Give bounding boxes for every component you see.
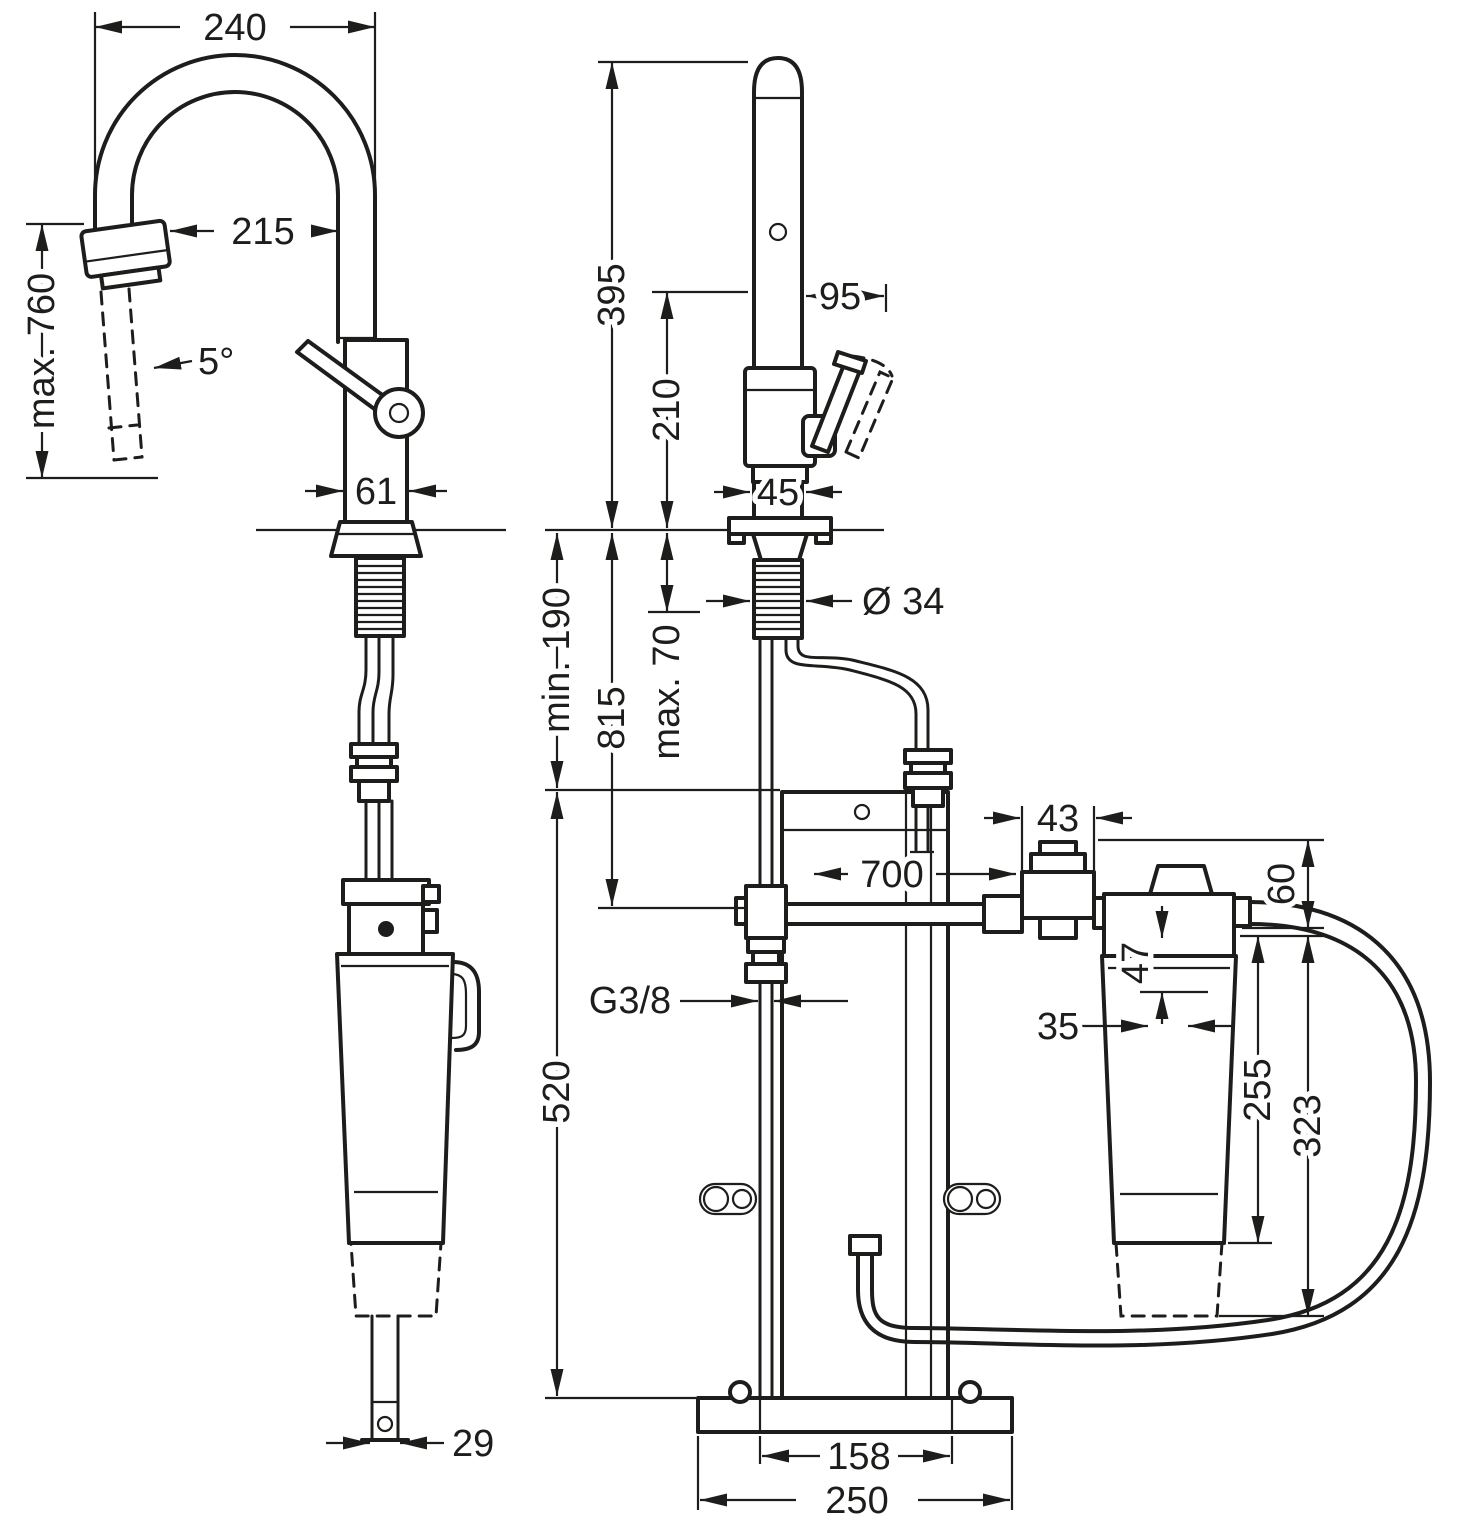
faucet-column (743, 56, 895, 532)
dim-395-label: 395 (591, 263, 633, 326)
dim-35-label: 35 (1037, 1006, 1079, 1048)
dim-250-label: 250 (825, 1480, 888, 1515)
dim-max-760: max. 760 (16, 222, 158, 480)
spout-outlet (751, 464, 809, 484)
dim-255-label: 255 (1237, 1058, 1279, 1121)
dim-29: 29 (326, 1418, 500, 1471)
dim-158: 158 (758, 1431, 954, 1484)
supply-hoses (349, 634, 399, 882)
front-view: 395 210 95 45 Ø 34 min. 190 (531, 56, 1432, 1515)
spray-head (79, 218, 172, 291)
spout-inner (130, 90, 340, 344)
threaded-shank (354, 556, 406, 638)
dim-210: 210 (641, 290, 748, 528)
loop-end-fitting (848, 1234, 882, 1256)
supply-piping (734, 636, 1024, 1398)
dim-61: 61 (305, 466, 447, 519)
anchor-bolt-right (958, 1380, 982, 1404)
dim-815-label: 815 (591, 686, 633, 749)
filter-head-side (341, 878, 441, 956)
spray-nozzle (99, 265, 163, 291)
head-port-dot (378, 921, 394, 937)
dim-60-label: 60 (1261, 863, 1303, 905)
dim-min-190: min. 190 (531, 533, 780, 792)
handle-cap (832, 350, 868, 375)
head-handle (1148, 864, 1214, 896)
dim-5-degrees-label: 5° (198, 341, 234, 383)
cartridge-insert-dashed (349, 1241, 443, 1318)
thread-hatch (356, 564, 404, 631)
cartridge-handle (451, 960, 481, 1052)
mixer-body (295, 338, 425, 558)
cold-pipe (758, 636, 774, 888)
dim-47: 47 (1110, 906, 1208, 1024)
dim-5-degrees: 5° (153, 336, 240, 389)
dim-dia-34-label: Ø 34 (862, 581, 944, 623)
filter-cartridge-side (335, 952, 481, 1318)
dim-60: 60 (1098, 838, 1324, 930)
dim-250: 250 (696, 1436, 1014, 1515)
dim-215: 215 (170, 206, 338, 259)
base-plate (696, 1380, 1014, 1434)
filter-cartridge-front (1100, 954, 1238, 1318)
dim-520: 520 (531, 792, 696, 1400)
dim-45-label: 45 (757, 472, 799, 514)
dim-323-label: 323 (1287, 1094, 1329, 1157)
dim-61-label: 61 (355, 471, 397, 513)
filter-hose (784, 636, 930, 752)
tee-fitting (744, 884, 788, 940)
dim-95-label: 95 (819, 276, 861, 318)
dim-dia-34: Ø 34 (706, 576, 950, 629)
cartridge-insert-dashed (1114, 1241, 1224, 1318)
dim-29-label: 29 (452, 1423, 494, 1465)
anchor-bolt-left (728, 1380, 752, 1404)
dim-min-190-label: min. 190 (536, 587, 578, 733)
dim-395: 395 (586, 60, 748, 528)
base-flange (727, 516, 833, 562)
dim-323: 323 (1219, 936, 1335, 1318)
side-view: 240 215 max. 760 5° 61 29 (16, 2, 506, 1471)
dim-35: 35 (1031, 1001, 1232, 1054)
mounting-bracket (698, 790, 1002, 1400)
mounting-clip-left (698, 1182, 758, 1216)
spout-outer (93, 53, 377, 344)
filter-hose-loop (848, 900, 1432, 1348)
dim-815: 815 (586, 533, 745, 910)
dim-240: 240 (93, 2, 377, 186)
dim-g38: G3/8 (583, 975, 848, 1028)
thread-hatch (754, 564, 802, 631)
spout (93, 53, 377, 344)
pipe-coupling (982, 894, 1024, 934)
escutcheon (329, 520, 423, 558)
dim-215-label: 215 (231, 211, 294, 253)
dim-700: 700 (814, 849, 1016, 902)
dim-158-label: 158 (827, 1436, 890, 1478)
drain-pipe (360, 1314, 410, 1442)
dim-45: 45 (714, 467, 842, 520)
dim-max-70-label: max. 70 (646, 624, 688, 759)
dim-g38-label: G3/8 (589, 980, 671, 1022)
sensor-dot (768, 222, 788, 242)
dim-43-label: 43 (1037, 798, 1079, 840)
handle-swung-dashed (844, 369, 895, 461)
dim-240-label: 240 (203, 7, 266, 49)
dim-47-label: 47 (1115, 942, 1157, 984)
dim-520-label: 520 (536, 1060, 578, 1123)
dim-210-label: 210 (646, 378, 688, 441)
head-outlet-port (1232, 896, 1252, 928)
mounting-clip-right (942, 1182, 1002, 1216)
dim-max-70: max. 70 (641, 533, 700, 765)
dim-95: 95 (806, 271, 888, 324)
dim-255: 255 (1228, 934, 1324, 1245)
dim-max-760-label: max. 760 (21, 273, 63, 429)
dim-43: 43 (984, 793, 1132, 870)
pullout-hose-dashed (99, 287, 144, 462)
threaded-shank-front (752, 558, 804, 640)
handle-pivot (373, 387, 425, 439)
dim-700-label: 700 (860, 854, 923, 896)
bracket-hole (853, 803, 871, 821)
g38-fitting (746, 936, 786, 954)
